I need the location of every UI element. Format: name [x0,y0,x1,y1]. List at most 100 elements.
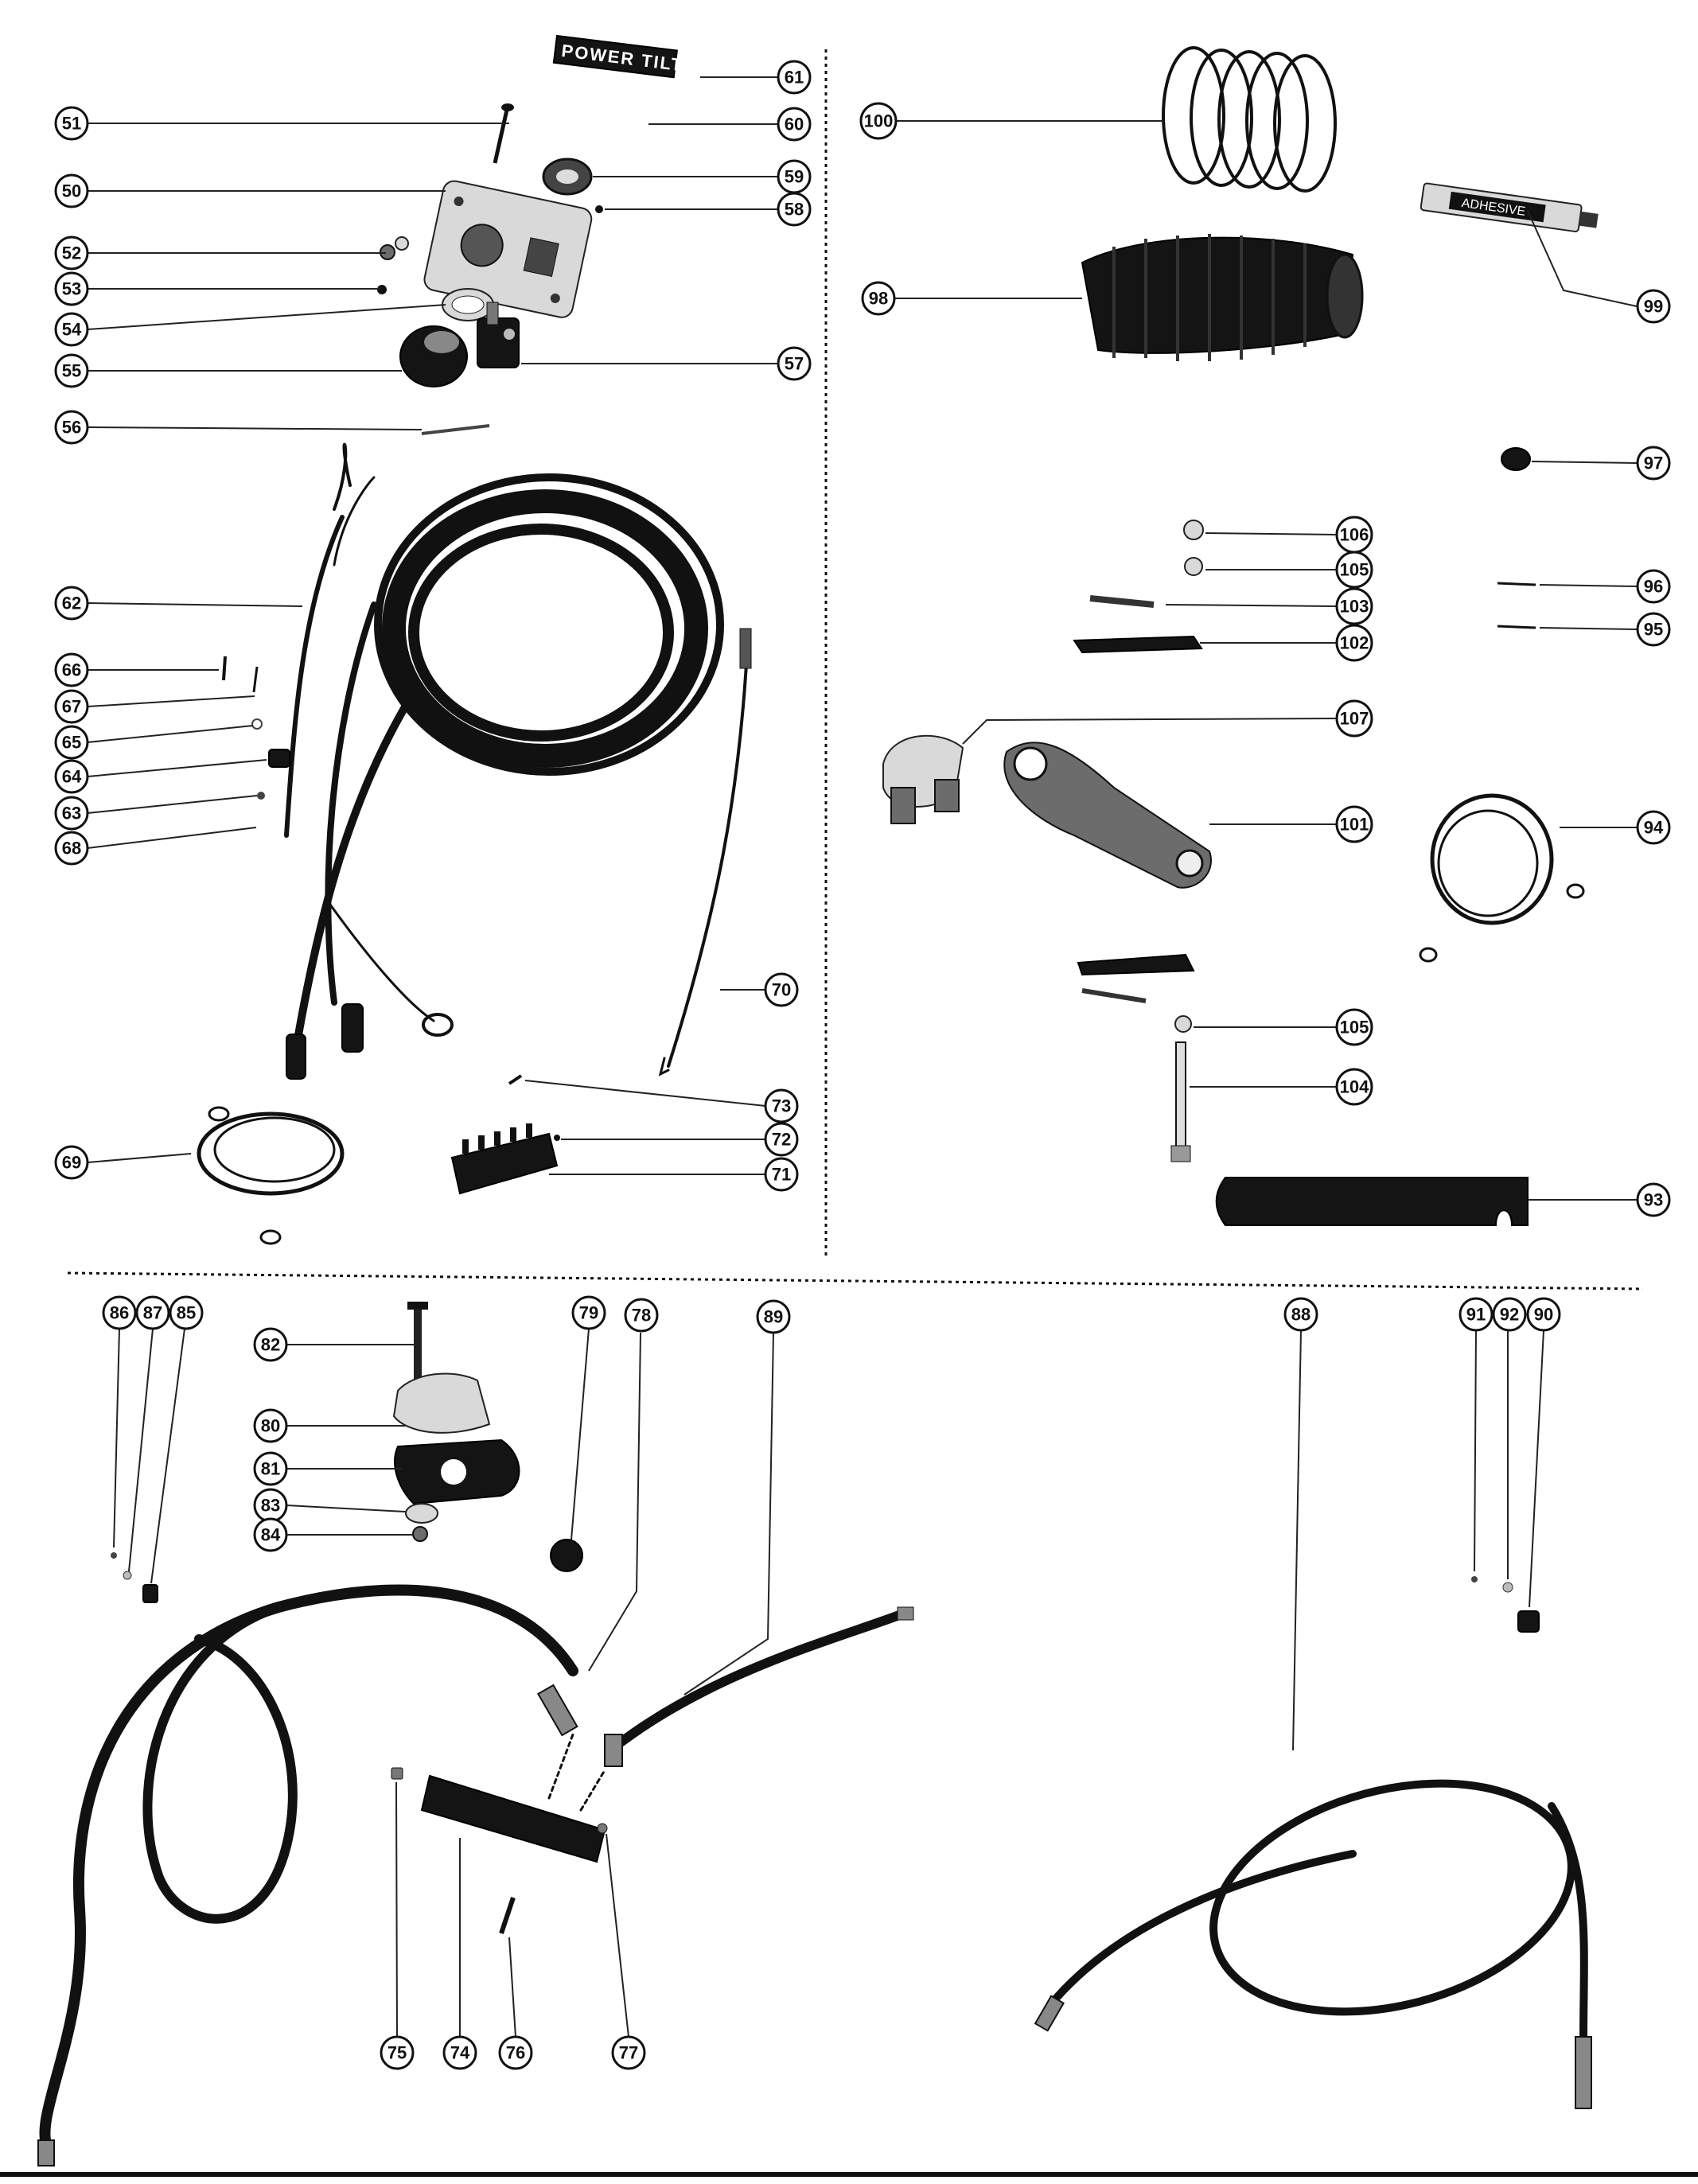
bracket-107 [882,734,964,824]
svg-text:57: 57 [785,354,804,374]
svg-text:95: 95 [1644,620,1663,640]
svg-text:59: 59 [785,167,804,187]
svg-text:51: 51 [62,114,81,134]
svg-text:66: 66 [62,660,81,680]
washer-83 [405,1503,438,1524]
svg-text:69: 69 [62,1153,81,1173]
screw-76 [499,1897,516,1934]
callout-77: 77 [611,2035,646,2070]
callout-72: 72 [764,1122,799,1157]
cable-94 [1419,793,1585,963]
callout-69: 69 [54,1145,89,1180]
toggle-switch-57 [477,302,520,368]
pin-96 [1497,582,1536,586]
screw-58 [595,205,603,213]
svg-text:71: 71 [772,1165,791,1185]
callout-100: 100 [859,102,898,140]
svg-text:67: 67 [62,697,81,717]
callout-85: 85 [169,1295,204,1330]
lever-arm-101 [1003,742,1212,889]
svg-text:98: 98 [869,289,888,309]
terminal-block-71 [450,1123,559,1195]
svg-text:80: 80 [261,1416,280,1436]
callout-54: 54 [54,312,89,347]
callout-96: 96 [1636,569,1671,604]
callout-50: 50 [54,173,89,208]
callout-104: 104 [1335,1068,1373,1106]
svg-text:68: 68 [62,839,81,858]
svg-text:74: 74 [450,2043,470,2063]
callout-98: 98 [861,281,896,316]
block-74 [420,1733,606,1863]
svg-text:64: 64 [62,767,82,787]
screw-66 [222,656,227,681]
callout-99: 99 [1636,289,1671,324]
svg-text:105: 105 [1340,1018,1369,1037]
callout-106: 106 [1335,516,1373,554]
svg-text:76: 76 [506,2043,525,2063]
svg-text:91: 91 [1466,1305,1486,1325]
svg-text:53: 53 [62,279,81,299]
screw-51 [493,103,514,164]
long-hose-left [37,1584,578,2166]
callout-105-upper: 105 [1335,551,1373,589]
svg-text:61: 61 [785,68,804,88]
fitting-90 [1517,1610,1540,1633]
svg-text:63: 63 [62,804,81,823]
ground-wire-69 [197,1106,345,1245]
pin-95 [1497,625,1536,629]
callout-102: 102 [1335,624,1373,662]
svg-text:103: 103 [1340,597,1369,617]
svg-text:92: 92 [1500,1305,1519,1325]
callout-70: 70 [764,972,799,1007]
spring-103 [1089,595,1155,608]
svg-text:102: 102 [1340,633,1369,653]
callout-105-lower: 105 [1335,1008,1373,1046]
svg-text:82: 82 [261,1335,280,1355]
svg-text:86: 86 [110,1303,129,1323]
screw-73 [508,1074,523,1085]
callout-93: 93 [1636,1182,1671,1217]
link-102 [1073,635,1203,654]
svg-text:58: 58 [785,200,804,220]
callout-83: 83 [253,1488,288,1523]
clip-64 [268,749,290,768]
bellows-98 [1081,234,1364,361]
key-switch-55 [399,325,468,387]
callout-56: 56 [54,410,89,445]
callout-89: 89 [756,1299,791,1334]
hose-89 [604,1606,914,1767]
washer-87 [123,1571,132,1580]
callout-90: 90 [1526,1297,1561,1332]
callout-94: 94 [1636,810,1671,845]
bolt-82 [407,1302,428,1389]
callout-61: 61 [777,60,812,95]
svg-text:88: 88 [1291,1305,1310,1325]
svg-text:87: 87 [143,1303,162,1323]
screw-67 [252,666,259,693]
callout-79: 79 [571,1295,606,1330]
svg-text:104: 104 [1340,1077,1369,1097]
bushing-97 [1501,447,1531,471]
callout-92: 92 [1492,1297,1527,1332]
callout-66: 66 [54,652,89,687]
svg-text:54: 54 [62,320,82,340]
callout-97: 97 [1636,446,1671,481]
callout-101: 101 [1335,805,1373,843]
wire-56 [421,424,490,435]
fitting-79 [550,1539,583,1572]
callout-67: 67 [54,689,89,724]
callout-76: 76 [498,2035,533,2070]
callout-81: 81 [253,1451,288,1486]
svg-text:70: 70 [772,980,791,1000]
spring-lower [1081,988,1147,1003]
hose-88 [1034,1779,1592,2109]
callout-65: 65 [54,725,89,760]
svg-text:90: 90 [1534,1305,1553,1325]
svg-text:55: 55 [62,361,81,381]
callout-59: 59 [777,159,812,194]
washer-92 [1502,1582,1513,1593]
svg-text:97: 97 [1644,454,1663,473]
part-illustrations: POWER TILT [37,34,1599,2166]
nut-53 [377,285,387,294]
